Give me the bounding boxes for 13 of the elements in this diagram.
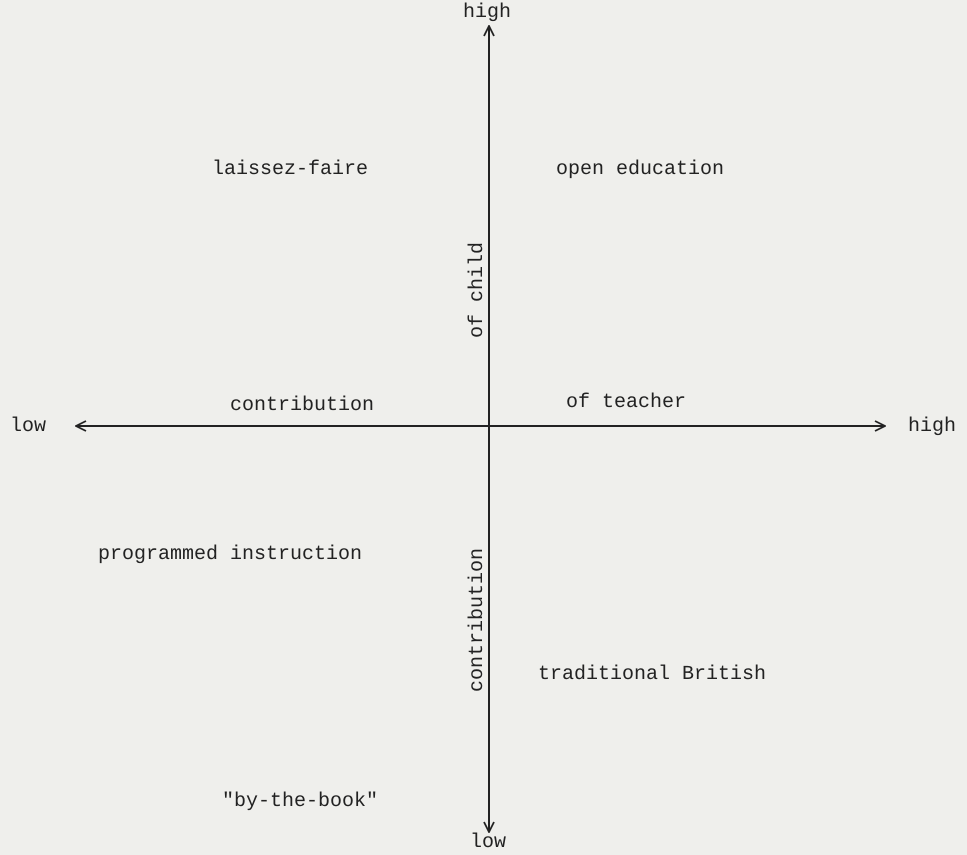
quadrant-label: laissez-faire [212,159,368,181]
axis-title: contribution [467,548,489,692]
axis-title: of teacher [566,392,686,414]
axis-end-label: low [10,416,46,438]
axis-title: of child [467,242,489,338]
quadrant-label: open education [556,159,724,181]
axis-end-label: low [470,832,506,854]
quadrant-label: "by-the-book" [222,791,378,813]
quadrant-label: traditional British [538,664,766,686]
quadrant-label: programmed instruction [98,544,362,566]
axis-end-label: high [463,2,511,24]
axis-end-label: high [908,416,956,438]
axis-title: contribution [230,395,374,417]
